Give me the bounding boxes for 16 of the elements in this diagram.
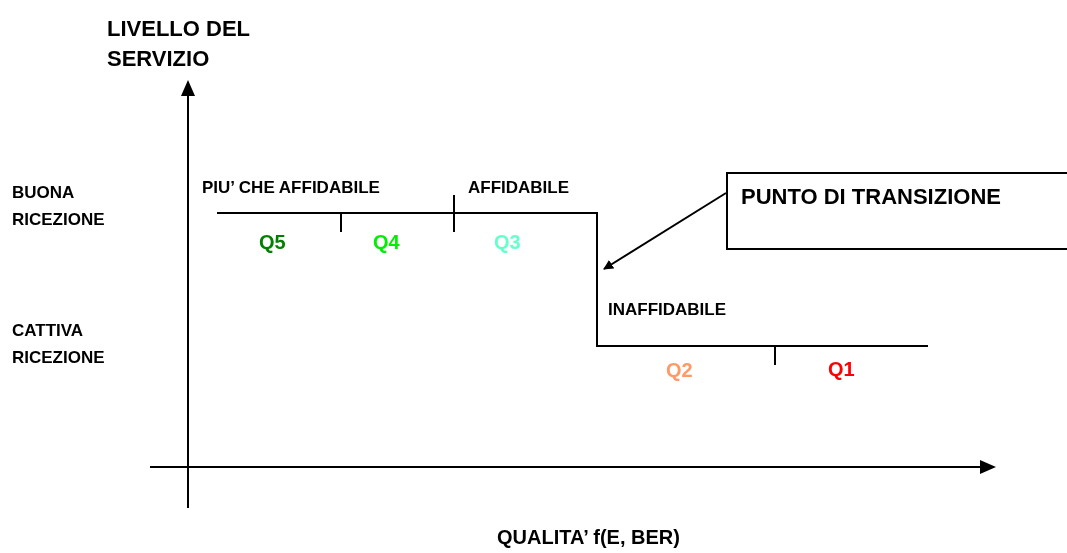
level-label: CATTIVA RICEZIONE — [12, 320, 106, 369]
axis-title: QUALITA’ f(E, BER) — [497, 525, 681, 550]
quality-label: Q3 — [494, 230, 522, 255]
quality-label: Q5 — [259, 230, 287, 255]
zone-label: INAFFIDABILE — [608, 299, 728, 321]
callout-text: PUNTO DI TRANSIZIONE — [741, 184, 1001, 210]
zone-label: AFFIDABILE — [468, 177, 571, 199]
quality-label: Q2 — [666, 358, 694, 383]
callout-box — [726, 172, 1067, 250]
quality-label: Q4 — [373, 230, 401, 255]
axis-title: LIVELLO DEL SERVIZIO — [107, 15, 251, 73]
leader-arrow — [603, 192, 727, 270]
step-curve — [216, 212, 929, 347]
zone-label: PIU’ CHE AFFIDABILE — [202, 177, 381, 199]
quality-label: Q1 — [828, 357, 856, 382]
level-label: BUONA RICEZIONE — [12, 182, 106, 231]
